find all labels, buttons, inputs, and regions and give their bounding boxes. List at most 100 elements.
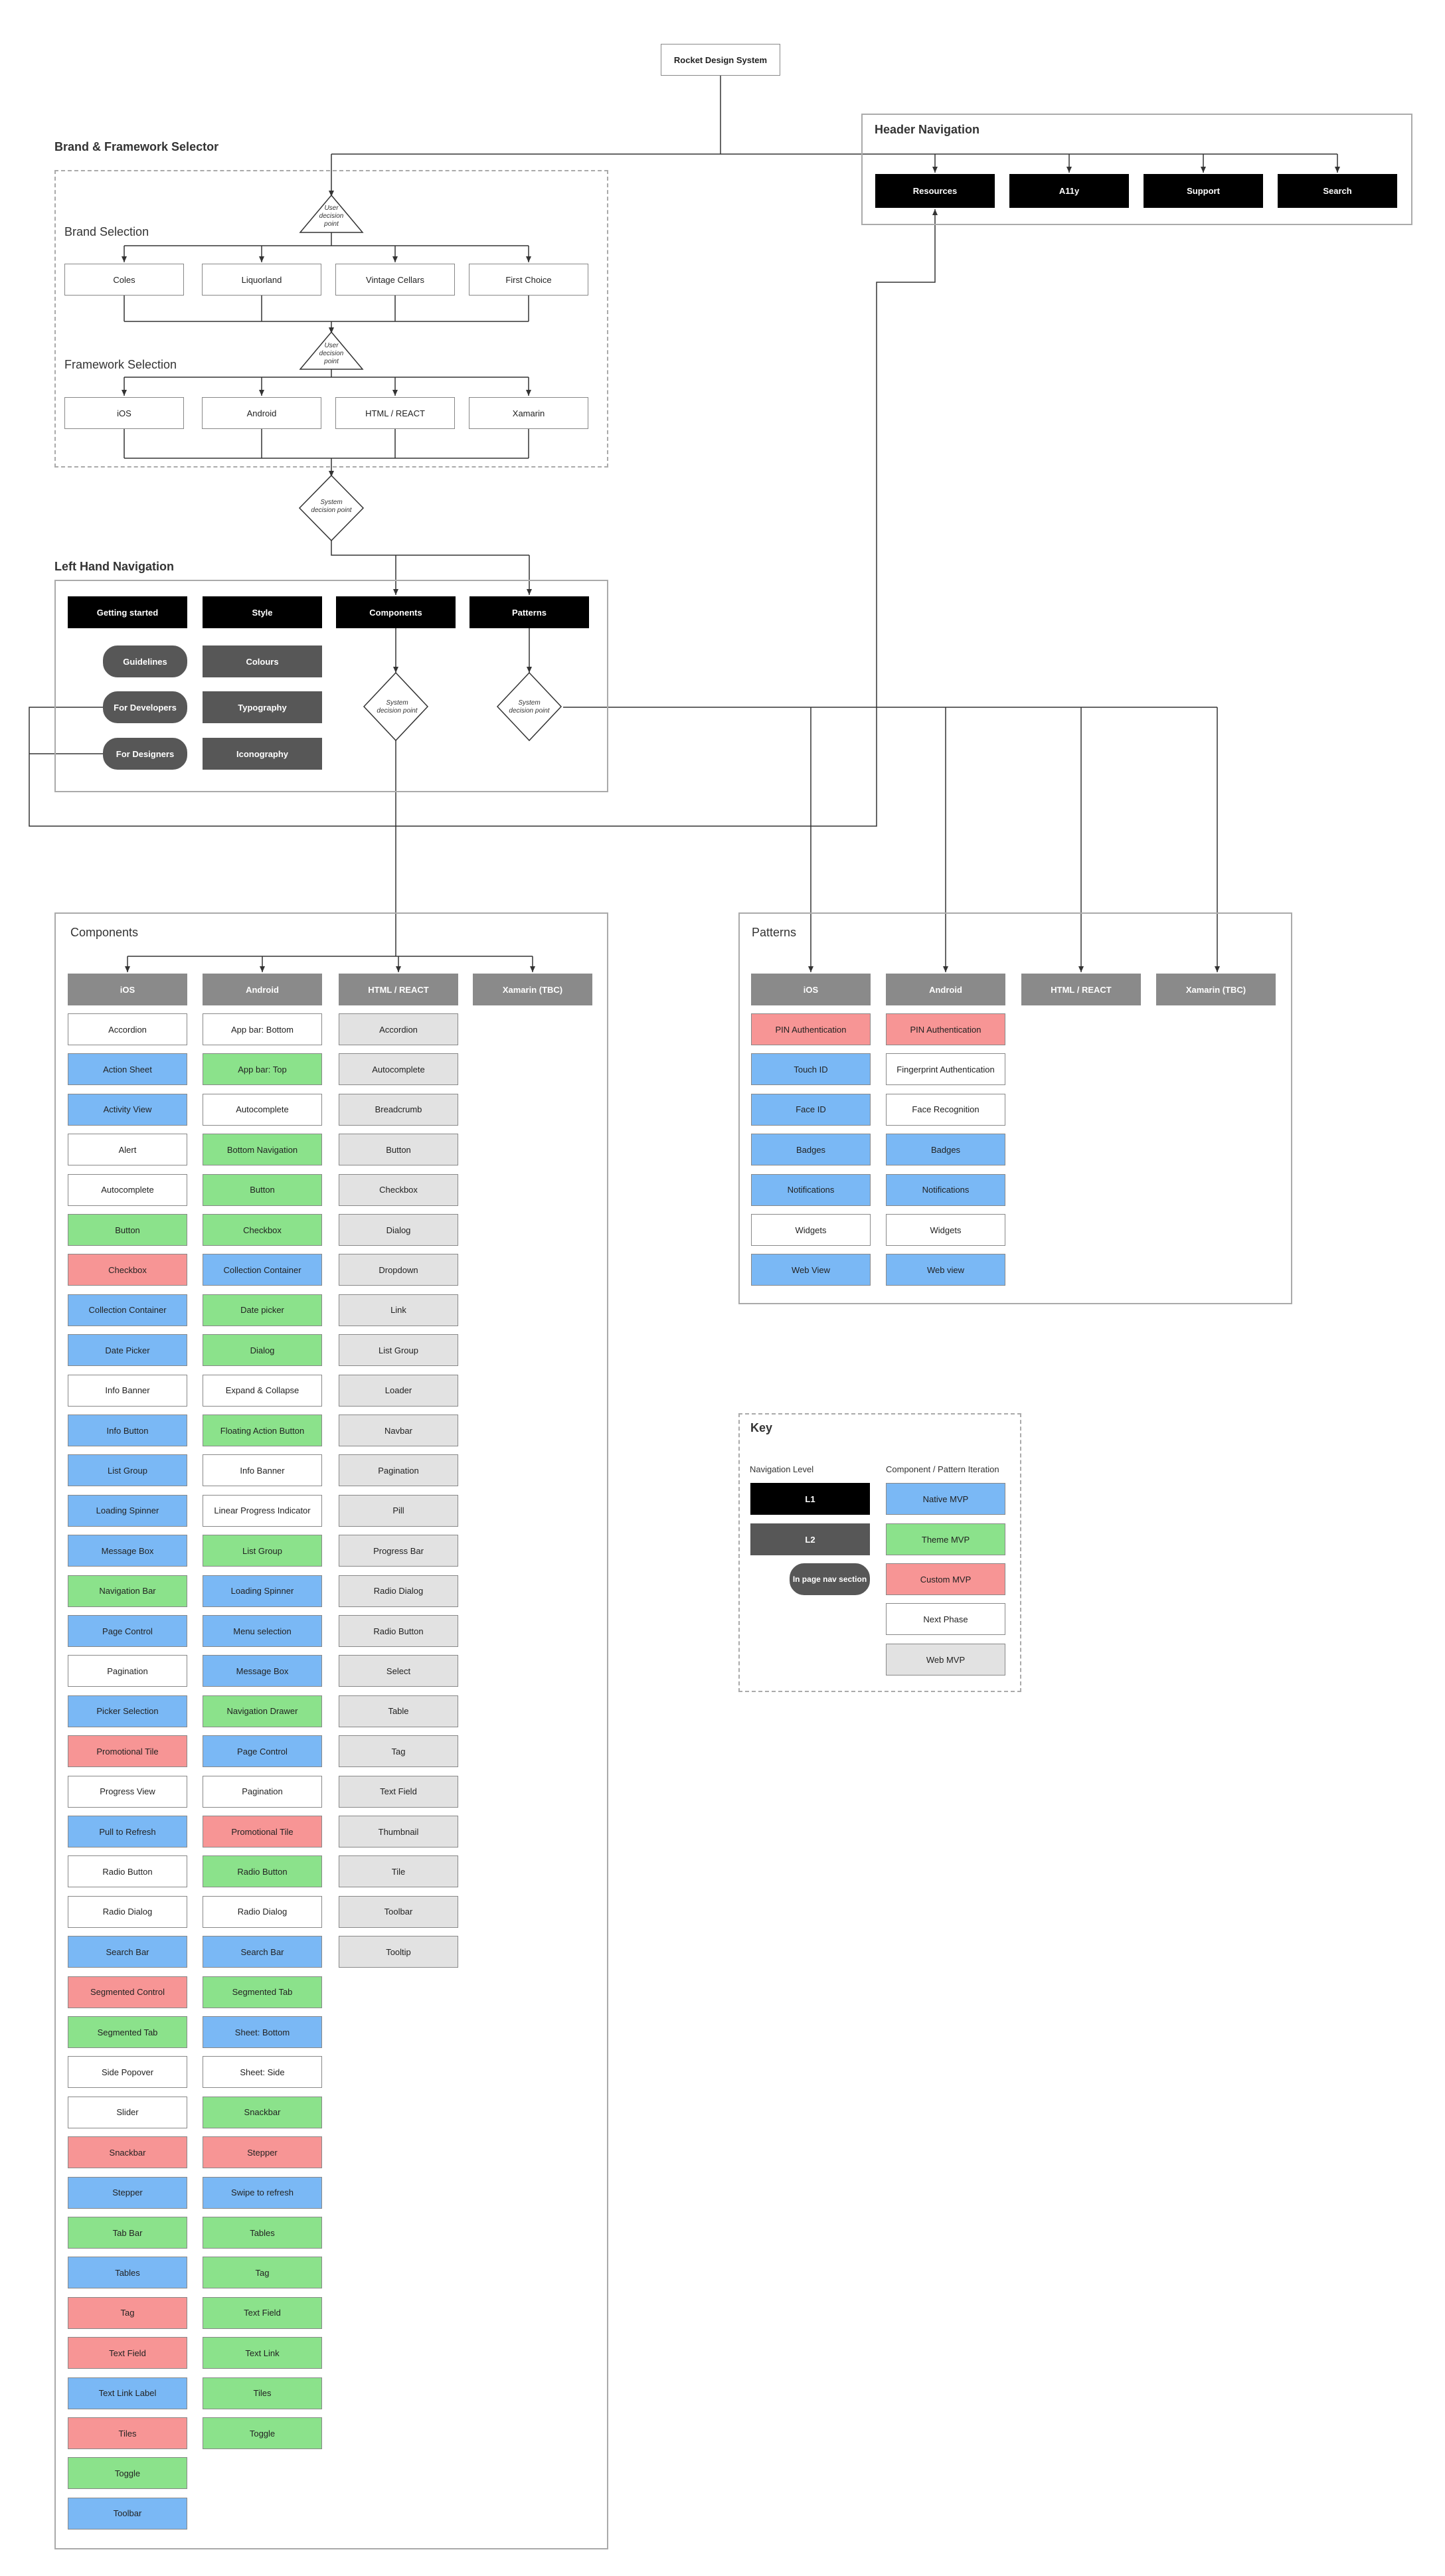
component-item[interactable]: Tag bbox=[68, 2296, 187, 2329]
component-item[interactable]: Radio Button bbox=[203, 1855, 322, 1888]
component-item[interactable]: Dropdown bbox=[339, 1254, 458, 1286]
component-item[interactable]: Date Picker bbox=[68, 1334, 187, 1367]
component-item[interactable]: Pagination bbox=[203, 1775, 322, 1808]
component-item[interactable]: Navigation Bar bbox=[68, 1575, 187, 1607]
component-item[interactable]: Page Control bbox=[203, 1735, 322, 1768]
component-item[interactable]: Stepper bbox=[203, 2136, 322, 2169]
component-item[interactable]: Tag bbox=[203, 2257, 322, 2289]
component-column-header[interactable]: iOS bbox=[68, 974, 187, 1005]
component-item[interactable]: App bar: Bottom bbox=[203, 1013, 322, 1045]
component-item[interactable]: Segmented Control bbox=[68, 1976, 187, 2008]
component-item[interactable]: Activity View bbox=[68, 1093, 187, 1126]
pattern-item[interactable]: Face ID bbox=[751, 1093, 871, 1126]
component-item[interactable]: Pagination bbox=[68, 1655, 187, 1687]
component-item[interactable]: Select bbox=[339, 1655, 458, 1687]
component-item[interactable]: Page Control bbox=[68, 1615, 187, 1647]
component-item[interactable]: Radio Dialog bbox=[68, 1895, 187, 1928]
pattern-item[interactable]: PIN Authentication bbox=[751, 1013, 871, 1045]
component-item[interactable]: Swipe to refresh bbox=[203, 2176, 322, 2209]
component-item[interactable]: Search Bar bbox=[203, 1936, 322, 1968]
component-item[interactable]: Tooltip bbox=[339, 1936, 458, 1968]
pattern-item[interactable]: Badges bbox=[751, 1134, 871, 1166]
nav-guidelines[interactable]: Guidelines bbox=[103, 645, 187, 677]
component-item[interactable]: Slider bbox=[68, 2096, 187, 2128]
component-item[interactable]: Tab Bar bbox=[68, 2217, 187, 2249]
component-item[interactable]: Side Popover bbox=[68, 2056, 187, 2089]
component-item[interactable]: List Group bbox=[203, 1535, 322, 1567]
component-item[interactable]: Dialog bbox=[339, 1214, 458, 1246]
component-item[interactable]: Autocomplete bbox=[203, 1093, 322, 1126]
header-nav-support[interactable]: Support bbox=[1144, 174, 1263, 208]
component-item[interactable]: Autocomplete bbox=[339, 1053, 458, 1086]
framework-android[interactable]: Android bbox=[202, 397, 321, 429]
component-item[interactable]: Text Link bbox=[203, 2337, 322, 2369]
component-item[interactable]: Tag bbox=[339, 1735, 458, 1768]
component-item[interactable]: Info Banner bbox=[203, 1454, 322, 1487]
component-item[interactable]: Text Field bbox=[203, 2296, 322, 2329]
component-item[interactable]: Message Box bbox=[68, 1535, 187, 1567]
component-item[interactable]: Toolbar bbox=[68, 2497, 187, 2530]
component-item[interactable]: Alert bbox=[68, 1134, 187, 1166]
nav-for-designers[interactable]: For Designers bbox=[103, 738, 187, 770]
component-item[interactable]: Toggle bbox=[203, 2417, 322, 2449]
component-item[interactable]: Navbar bbox=[339, 1415, 458, 1446]
component-item[interactable]: Collection Container bbox=[68, 1294, 187, 1326]
brand-first-choice[interactable]: First Choice bbox=[469, 264, 588, 296]
component-item[interactable]: Navigation Drawer bbox=[203, 1695, 322, 1727]
nav-patterns[interactable]: Patterns bbox=[469, 596, 589, 628]
component-item[interactable]: Snackbar bbox=[68, 2136, 187, 2169]
nav-getting-started[interactable]: Getting started bbox=[68, 596, 187, 628]
component-item[interactable]: Text Field bbox=[339, 1775, 458, 1808]
framework-xamarin[interactable]: Xamarin bbox=[469, 397, 588, 429]
pattern-item[interactable]: Web view bbox=[886, 1254, 1005, 1286]
component-item[interactable]: Loading Spinner bbox=[68, 1494, 187, 1527]
nav-colours[interactable]: Colours bbox=[203, 645, 322, 677]
component-item[interactable]: Button bbox=[339, 1134, 458, 1166]
component-item[interactable]: Sheet: Bottom bbox=[203, 2016, 322, 2048]
brand-coles[interactable]: Coles bbox=[64, 264, 184, 296]
component-item[interactable]: Button bbox=[68, 1214, 187, 1246]
component-item[interactable]: Info Button bbox=[68, 1415, 187, 1446]
component-item[interactable]: Checkbox bbox=[339, 1173, 458, 1206]
component-item[interactable]: List Group bbox=[68, 1454, 187, 1487]
component-column-header[interactable]: HTML / REACT bbox=[339, 974, 458, 1005]
component-item[interactable]: Tables bbox=[68, 2257, 187, 2289]
pattern-item[interactable]: PIN Authentication bbox=[886, 1013, 1005, 1045]
component-item[interactable]: Promotional Tile bbox=[203, 1816, 322, 1847]
component-item[interactable]: Message Box bbox=[203, 1655, 322, 1687]
component-item[interactable]: Progress View bbox=[68, 1775, 187, 1808]
component-item[interactable]: Segmented Tab bbox=[68, 2016, 187, 2048]
component-item[interactable]: Segmented Tab bbox=[203, 1976, 322, 2008]
component-column-header[interactable]: Android bbox=[203, 974, 322, 1005]
component-item[interactable]: Accordion bbox=[339, 1013, 458, 1045]
component-item[interactable]: Tiles bbox=[203, 2377, 322, 2409]
pattern-item[interactable]: Face Recognition bbox=[886, 1093, 1005, 1126]
component-item[interactable]: Expand & Collapse bbox=[203, 1374, 322, 1407]
component-item[interactable]: Toolbar bbox=[339, 1895, 458, 1928]
component-item[interactable]: Text Field bbox=[68, 2337, 187, 2369]
component-item[interactable]: Radio Dialog bbox=[203, 1895, 322, 1928]
component-item[interactable]: Checkbox bbox=[203, 1214, 322, 1246]
component-item[interactable]: Pagination bbox=[339, 1454, 458, 1487]
pattern-column-header[interactable]: HTML / REACT bbox=[1021, 974, 1141, 1005]
component-item[interactable]: Floating Action Button bbox=[203, 1415, 322, 1446]
component-item[interactable]: List Group bbox=[339, 1334, 458, 1367]
nav-style[interactable]: Style bbox=[203, 596, 322, 628]
component-item[interactable]: Breadcrumb bbox=[339, 1093, 458, 1126]
component-item[interactable]: Action Sheet bbox=[68, 1053, 187, 1086]
component-item[interactable]: Accordion bbox=[68, 1013, 187, 1045]
nav-iconography[interactable]: Iconography bbox=[203, 738, 322, 770]
pattern-item[interactable]: Fingerprint Authentication bbox=[886, 1053, 1005, 1086]
component-item[interactable]: Date picker bbox=[203, 1294, 322, 1326]
pattern-item[interactable]: Web View bbox=[751, 1254, 871, 1286]
pattern-item[interactable]: Badges bbox=[886, 1134, 1005, 1166]
nav-components[interactable]: Components bbox=[336, 596, 456, 628]
component-item[interactable]: Search Bar bbox=[68, 1936, 187, 1968]
component-item[interactable]: Sheet: Side bbox=[203, 2056, 322, 2089]
component-item[interactable]: Promotional Tile bbox=[68, 1735, 187, 1768]
component-item[interactable]: Checkbox bbox=[68, 1254, 187, 1286]
component-item[interactable]: Tables bbox=[203, 2217, 322, 2249]
pattern-item[interactable]: Notifications bbox=[751, 1173, 871, 1206]
component-item[interactable]: App bar: Top bbox=[203, 1053, 322, 1086]
component-item[interactable]: Bottom Navigation bbox=[203, 1134, 322, 1166]
